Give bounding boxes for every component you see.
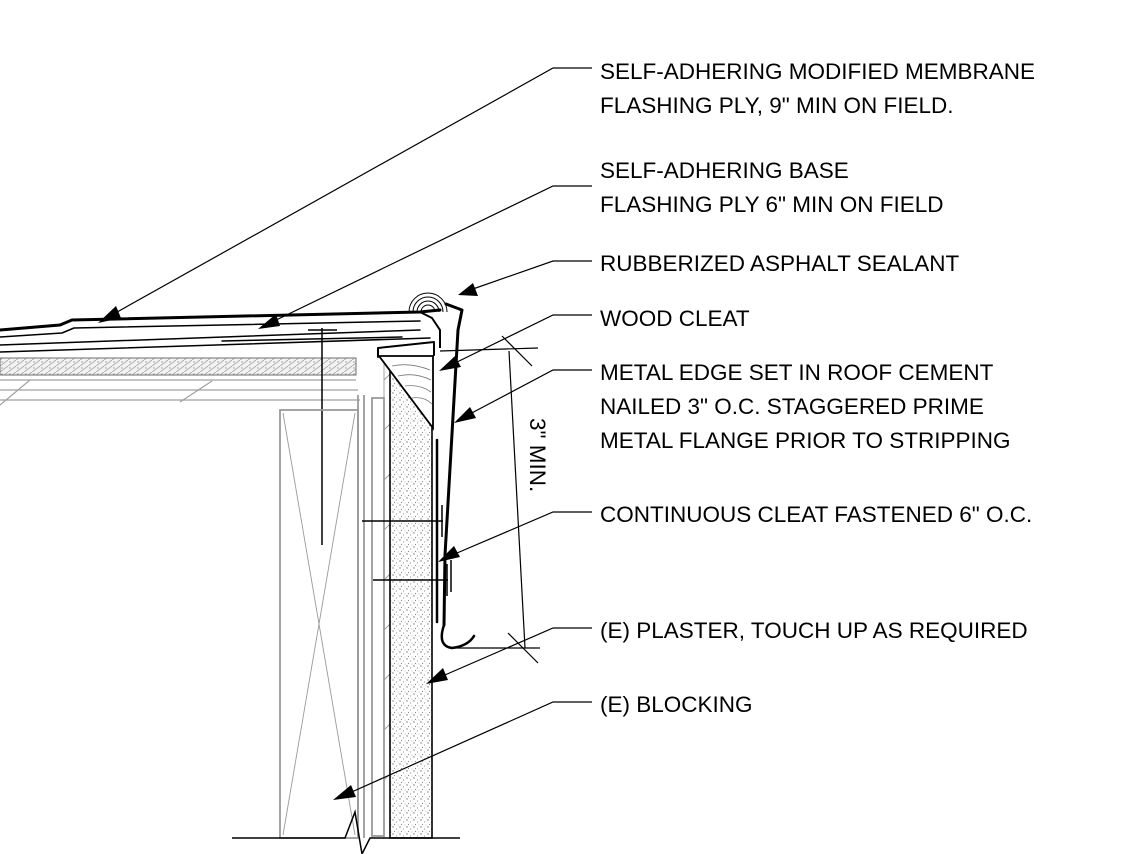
- break-line: [232, 809, 460, 854]
- sealant-bead: [408, 292, 448, 313]
- label-metal-edge-line-3: METAL FLANGE PRIOR TO STRIPPING: [600, 428, 1011, 453]
- leader-arrowheads: [98, 283, 478, 800]
- label-base-ply-line-2: FLASHING PLY 6" MIN ON FIELD: [600, 192, 944, 217]
- dimension-3in-min: [439, 335, 540, 664]
- leader-lines: [109, 67, 592, 796]
- label-blocking: (E) BLOCKING: [600, 692, 753, 717]
- label-metal-edge-line-2: NAILED 3" O.C. STAGGERED PRIME: [600, 394, 984, 419]
- existing-wall-framing: [279, 395, 385, 839]
- label-base-ply-line-1: SELF-ADHERING BASE: [600, 158, 849, 183]
- membrane-lap-at-edge: [419, 311, 441, 348]
- roof-nail: [308, 328, 337, 545]
- cleat-fasteners: [362, 505, 452, 596]
- roof-deck: [0, 357, 360, 406]
- roofing-membrane: [0, 308, 442, 353]
- dimension-text: 3" MIN.: [525, 418, 550, 492]
- wood-cleat-block: [377, 355, 434, 431]
- label-metal-edge-line-1: METAL EDGE SET IN ROOF CEMENT: [600, 360, 994, 385]
- existing-plaster: [389, 367, 433, 839]
- roof-insulation-board: [0, 357, 357, 376]
- label-membrane-ply-line-2: FLASHING PLY, 9" MIN ON FIELD.: [600, 93, 954, 118]
- note-labels: SELF-ADHERING MODIFIED MEMBRANE FLASHING…: [600, 59, 1035, 717]
- label-membrane-ply-line-1: SELF-ADHERING MODIFIED MEMBRANE: [600, 59, 1035, 84]
- label-sealant: RUBBERIZED ASPHALT SEALANT: [600, 251, 960, 276]
- label-wood-cleat: WOOD CLEAT: [600, 306, 750, 331]
- label-plaster: (E) PLASTER, TOUCH UP AS REQUIRED: [600, 618, 1028, 643]
- metal-edge-flashing: [377, 302, 476, 650]
- label-continuous-cleat: CONTINUOUS CLEAT FASTENED 6" O.C.: [600, 502, 1032, 527]
